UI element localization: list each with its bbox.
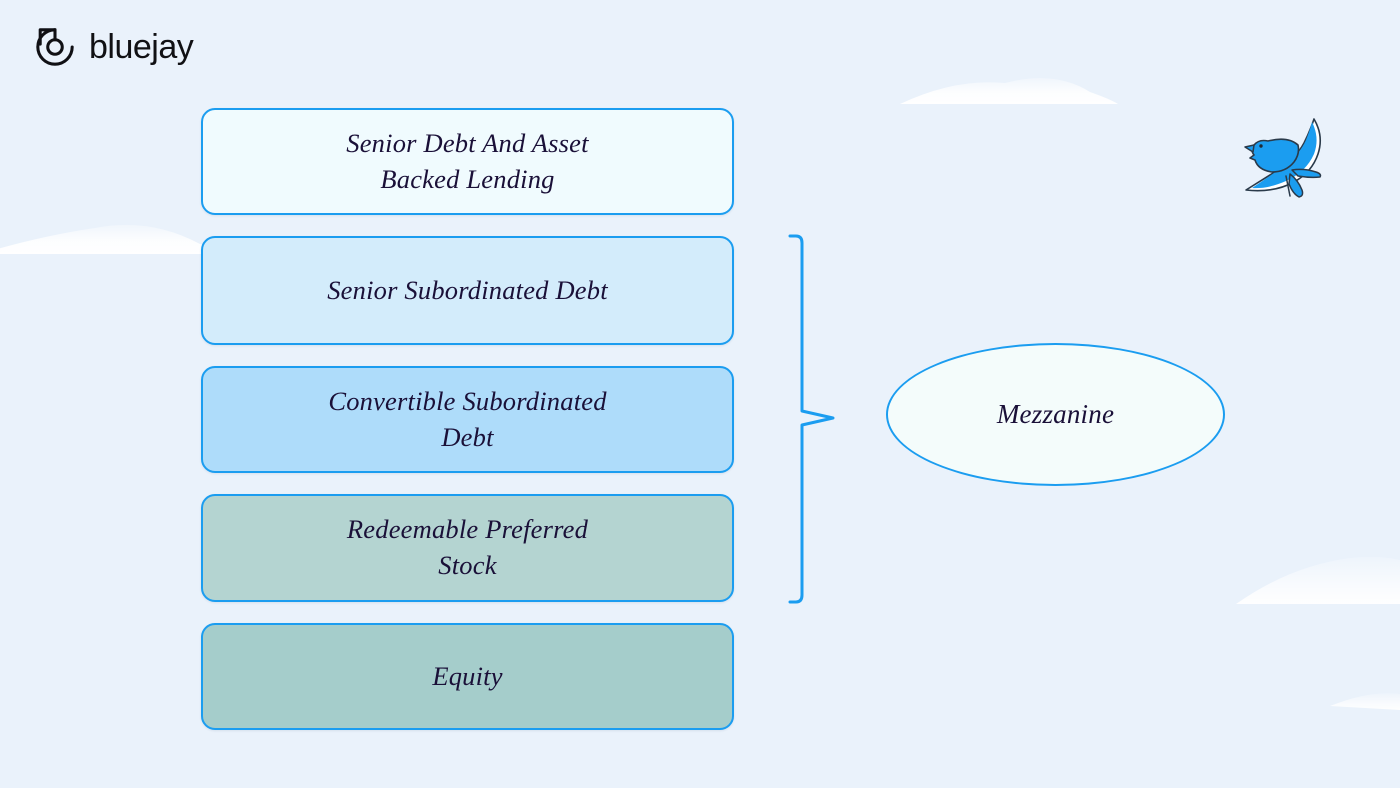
blue-jay-bird-illustration-icon [1244, 118, 1322, 198]
layer-label: Equity [432, 660, 503, 691]
layer-label: Senior Subordinated Debt [327, 274, 608, 305]
layer-label: Senior Debt And Asset Backed Lending [346, 127, 589, 194]
brand-logo: bluejay [34, 26, 194, 68]
layer-label: Convertible Subordinated Debt [328, 385, 607, 452]
layer-label: Redeemable Preferred Stock [346, 514, 589, 580]
layer-box-convertible-subordinated-debt[interactable]: Convertible Subordinated Debt [201, 366, 734, 473]
layer-box-equity[interactable]: Equity [201, 623, 734, 730]
layer-box-senior-subordinated-debt[interactable]: Senior Subordinated Debt [201, 236, 734, 345]
brand-wordmark: bluejay [89, 28, 194, 66]
mezzanine-label: Mezzanine [996, 399, 1115, 429]
bluejay-circle-b-logo-icon [36, 28, 74, 66]
curly-brace-bracket-icon [788, 234, 835, 604]
capital-structure-stack: Senior Debt And Asset Backed Lending Sen… [201, 108, 734, 730]
mezzanine-callout-ellipse[interactable]: Mezzanine [886, 343, 1225, 486]
layer-box-redeemable-preferred-stock[interactable]: Redeemable Preferred Stock [201, 494, 734, 602]
layer-box-senior-debt-abl[interactable]: Senior Debt And Asset Backed Lending [201, 108, 734, 215]
